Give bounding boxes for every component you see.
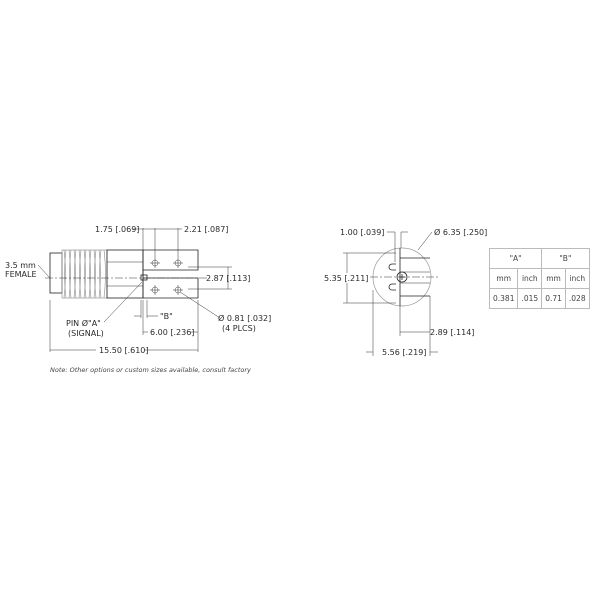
pin-dimension-table: "A" "B" mm inch mm inch 0.381 .015 0.71 … (488, 248, 590, 309)
dim-offset: 2.89 [.114] (430, 328, 474, 337)
end-view: 1.00 [.039] Ø 6.35 [.250] 5.35 [.211] 2.… (322, 227, 487, 357)
connector-face (49, 252, 63, 294)
table-header-b: "B" (541, 248, 590, 269)
table-cell: .015 (517, 288, 543, 309)
flange-lower (143, 277, 199, 299)
signal-pin (140, 274, 148, 281)
table-subheader: inch (564, 268, 590, 289)
dim-hole: Ø 0.81 [.032] (218, 313, 271, 323)
table-subheader: inch (517, 268, 543, 289)
dim-height: 5.35 [.211] (324, 274, 368, 283)
hex-body (106, 249, 144, 299)
dim-diameter: Ø 6.35 [.250] (434, 227, 487, 237)
dim-b: "B" (160, 312, 173, 321)
mounting-holes (150, 258, 183, 295)
connector-label-2: FEMALE (5, 270, 37, 279)
dim-hole-note: (4 PLCS) (222, 324, 256, 333)
table-subheader: mm (541, 268, 566, 289)
thread-body (61, 249, 108, 299)
dim-flange: 6.00 [.236] (150, 328, 194, 337)
table-cell: .028 (564, 288, 590, 309)
dim-overall: 15.50 [.610] (99, 346, 149, 355)
drawing-note: Note: Other options or custom sizes avai… (50, 366, 251, 374)
connector-label-1: 3.5 mm (5, 261, 36, 270)
dim-top-left: 1.75 [.069] (95, 225, 139, 234)
table-header-a: "A" (488, 248, 543, 269)
table-subheader: mm (488, 268, 519, 289)
table-cell: 0.381 (488, 288, 519, 309)
table-cell: 0.71 (541, 288, 566, 309)
dim-top-right: 2.21 [.087] (184, 225, 228, 234)
table-row: 0.381 .015 0.71 .028 (488, 288, 590, 309)
pin-label-2: (SIGNAL) (68, 329, 104, 338)
flange-upper (143, 249, 199, 271)
side-view: 1.75 [.069] 2.21 [.087] 2.87 [.113] Ø 0.… (5, 225, 271, 374)
center-pin (396, 271, 408, 283)
dim-slot: 1.00 [.039] (340, 228, 384, 237)
dim-pin-spacing: 2.87 [.113] (206, 274, 250, 283)
dim-width: 5.56 [.219] (382, 348, 426, 357)
pin-label-1: PIN Ø"A" (66, 318, 101, 328)
